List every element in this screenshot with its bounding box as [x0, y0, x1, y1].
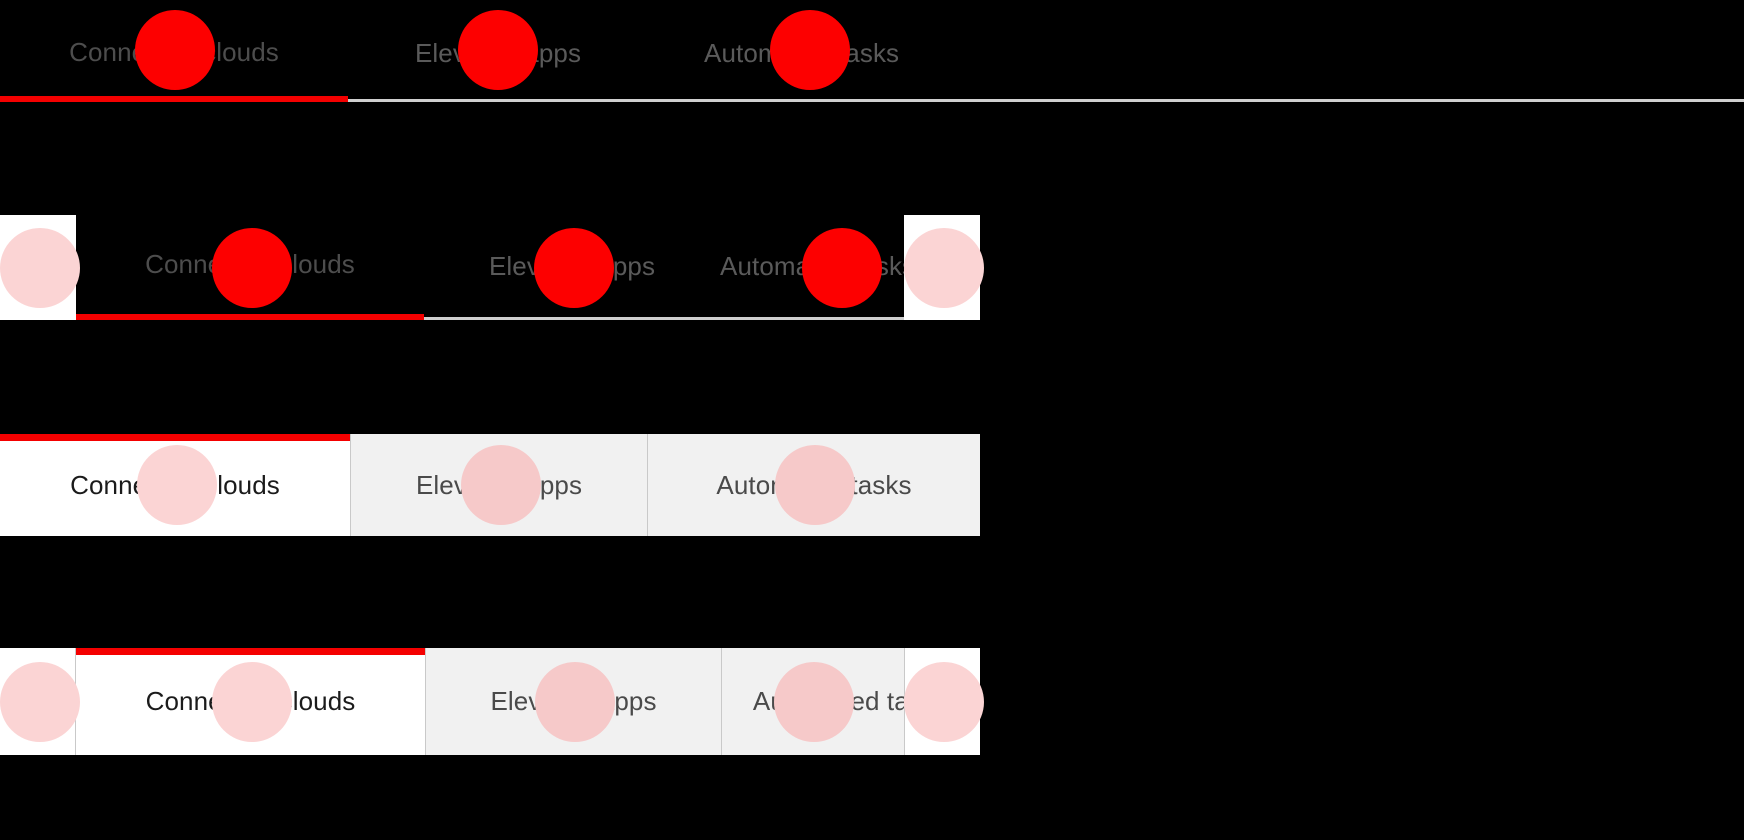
tab-elevated-apps[interactable]: Elevated apps: [424, 215, 720, 320]
tab-connected-clouds[interactable]: Connected clouds: [0, 434, 351, 536]
tab-connected-clouds[interactable]: Connected clouds: [76, 215, 424, 320]
tabbar-underline-plain: Connected clouds Elevated apps Automated…: [0, 8, 1744, 102]
tab-elevated-apps[interactable]: Elevated apps: [426, 648, 722, 755]
tab-label: Automated tasks: [704, 38, 900, 68]
tab-connected-clouds[interactable]: Connected clouds: [0, 8, 348, 102]
chevron-left-icon: [28, 687, 46, 716]
tab-label: Connected clouds: [70, 469, 280, 500]
chevron-right-icon: [934, 253, 953, 282]
tab-label: Connected clouds: [145, 686, 356, 716]
scroll-left-button[interactable]: [0, 215, 76, 320]
tab-label: Elevated apps: [488, 250, 656, 281]
tab-elevated-apps[interactable]: Elevated apps: [351, 434, 648, 536]
tabbar-boxed-plain: Connected clouds Elevated apps Automated…: [0, 434, 980, 536]
scroll-right-button[interactable]: [904, 215, 980, 320]
tab-label: Automated tasks: [720, 250, 916, 281]
tabbar-boxed-scrollable: Connected clouds Elevated apps Automated…: [0, 648, 980, 755]
chevron-left-icon: [28, 253, 47, 282]
tab-automated-tasks[interactable]: Automated tasks: [648, 434, 980, 536]
tab-elevated-apps[interactable]: Elevated apps: [348, 8, 648, 102]
chevron-right-icon: [935, 687, 953, 716]
tab-label: Elevated apps: [490, 686, 657, 716]
tab-label: Elevated apps: [414, 38, 582, 68]
tab-automated-tasks[interactable]: Automated tasks: [648, 8, 1744, 102]
scroll-left-button[interactable]: [0, 648, 76, 755]
tab-label: Connected clouds: [145, 249, 355, 279]
tab-label: Connected clouds: [69, 36, 279, 67]
scroll-right-button[interactable]: [904, 648, 980, 755]
tab-label: Automated tasks: [716, 469, 912, 500]
tab-connected-clouds[interactable]: Connected clouds: [76, 648, 426, 755]
tabbar-underline-scrollable: Connected clouds Elevated apps Automated…: [0, 215, 980, 320]
tab-label: Elevated apps: [415, 469, 583, 500]
